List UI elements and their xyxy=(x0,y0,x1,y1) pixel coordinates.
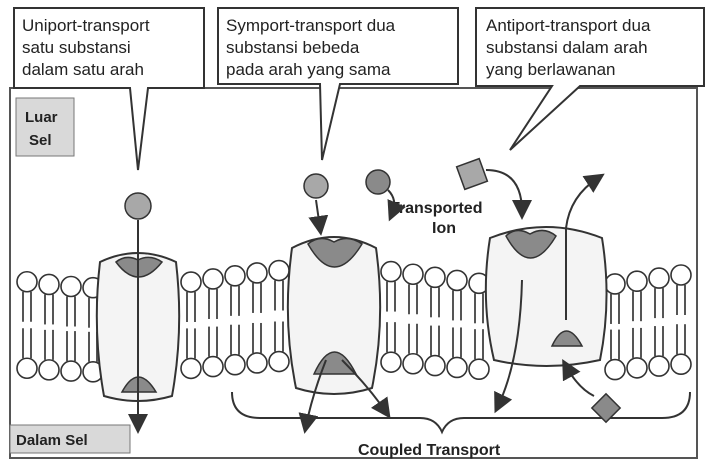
lipid-head xyxy=(181,358,201,378)
symport-protein xyxy=(288,237,380,394)
lipid-head xyxy=(225,266,245,286)
lipid-head xyxy=(469,359,489,379)
lipid-head xyxy=(425,356,445,376)
antiport-protein xyxy=(486,227,607,366)
lipid-head xyxy=(203,357,223,377)
lipid-head xyxy=(225,355,245,375)
lipid-head xyxy=(61,276,81,296)
symport-arrow-in-a xyxy=(316,200,320,228)
lipid-head xyxy=(671,265,691,285)
antiport-line-2: substansi dalam arah xyxy=(486,38,648,57)
lipid-head xyxy=(447,357,467,377)
antiport-line-1: Antiport-transport dua xyxy=(486,16,651,35)
lipid-head xyxy=(247,353,267,373)
inside-label-text: Dalam Sel xyxy=(16,432,88,449)
inside-cell-label: Dalam Sel xyxy=(10,425,130,453)
lipid-head xyxy=(403,354,423,374)
symport-callout: Symport-transport dua substansi bebeda p… xyxy=(218,8,458,160)
symport-line-1: Symport-transport dua xyxy=(226,16,396,35)
lipid-head xyxy=(649,268,669,288)
uniport-molecule xyxy=(125,193,151,219)
antiport-ion-square xyxy=(457,159,488,190)
lipid-head xyxy=(627,358,647,378)
lipid-head xyxy=(605,274,625,294)
coupled-transport-label: Coupled Transport xyxy=(358,442,501,459)
lipid-head xyxy=(425,267,445,287)
lipid-head xyxy=(181,272,201,292)
lipid-head xyxy=(627,271,647,291)
antiport-arrow-ion-in xyxy=(486,170,522,212)
antiport-line-3: yang berlawanan xyxy=(486,60,615,79)
transported-ion-line-2: Ion xyxy=(432,220,456,237)
lipid-head xyxy=(269,352,289,372)
lipid-head xyxy=(61,361,81,381)
transported-ion-line-1: Transported xyxy=(390,200,482,217)
symport-line-3: pada arah yang sama xyxy=(226,60,391,79)
outside-label-line-1: Luar xyxy=(25,109,58,126)
lipid-head xyxy=(247,263,267,283)
lipid-head xyxy=(605,360,625,380)
lipid-head xyxy=(403,264,423,284)
lipid-head xyxy=(17,272,37,292)
symport-line-2: substansi bebeda xyxy=(226,38,360,57)
symport-ion xyxy=(366,170,390,194)
symport-molecule-a xyxy=(304,174,328,198)
antiport-arrow-substance-in xyxy=(566,366,594,396)
lipid-head xyxy=(39,360,59,380)
lipid-head xyxy=(671,354,691,374)
antiport-callout: Antiport-transport dua substansi dalam a… xyxy=(476,8,704,150)
lipid-head xyxy=(269,261,289,281)
uniport-line-2: satu substansi xyxy=(22,38,131,57)
lipid-head xyxy=(39,274,59,294)
lipid-head xyxy=(17,358,37,378)
lipid-head xyxy=(447,270,467,290)
outside-label-line-2: Sel xyxy=(29,132,52,149)
lipid-head xyxy=(381,352,401,372)
lipid-head xyxy=(203,269,223,289)
outside-cell-label: Luar Sel xyxy=(16,98,74,156)
uniport-line-1: Uniport-transport xyxy=(22,16,150,35)
lipid-head xyxy=(381,262,401,282)
coupled-transport-brace xyxy=(232,392,690,432)
lipid-head xyxy=(649,356,669,376)
uniport-line-3: dalam satu arah xyxy=(22,60,144,79)
